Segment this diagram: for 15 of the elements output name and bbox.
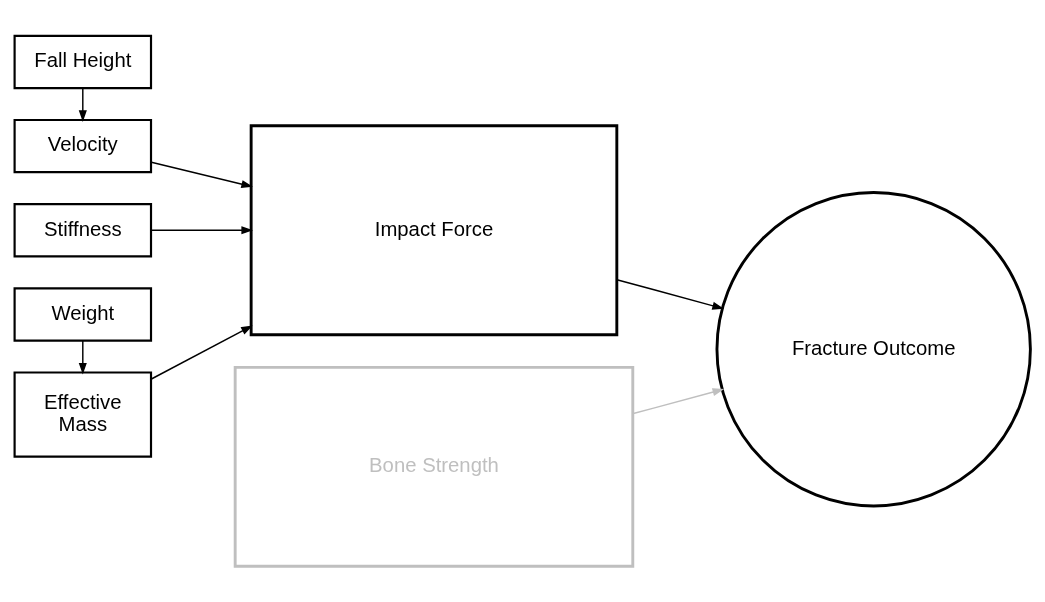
node-box: Velocity [13,118,153,174]
node-circle: Fracture Outcome [715,191,1032,508]
arrow [150,226,253,235]
node-box: Stiffness [13,203,153,258]
arrow [78,339,87,375]
arrow [616,278,724,310]
arrow [78,87,87,122]
arrow [150,161,253,189]
node-box: Fall Height [13,34,153,90]
node-box: Effective Mass [13,371,153,458]
arrow [150,325,253,380]
arrow [632,388,725,415]
node-box: Weight [13,287,153,342]
node-box: Bone Strength [233,365,635,568]
node-box: Impact Force [249,124,619,337]
